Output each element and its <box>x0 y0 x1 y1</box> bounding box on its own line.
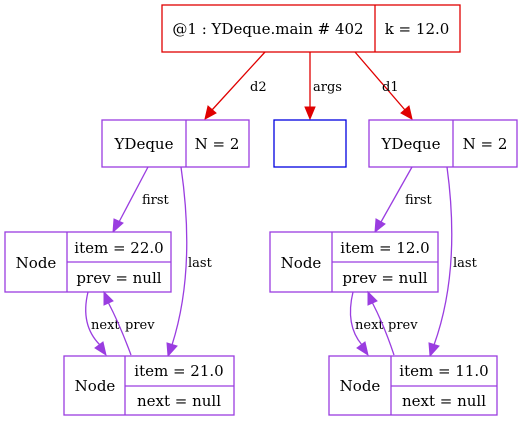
right-edge-last-label: last <box>453 256 478 271</box>
args-array-box <box>273 119 347 168</box>
left-deque-node: YDeque N = 2 <box>101 119 250 168</box>
right-edge-next-label: next <box>355 318 384 333</box>
root-frame-field: k = 12.0 <box>385 20 450 38</box>
right-edge-last-line <box>433 166 453 346</box>
left-edge-prev: prev <box>103 290 155 356</box>
left-first-node-type: Node <box>16 254 57 272</box>
right-first-node-type: Node <box>281 254 322 272</box>
edge-d2: d2 <box>204 51 267 120</box>
left-edge-next-arrowhead <box>94 341 107 357</box>
left-edge-first: first <box>112 166 170 234</box>
left-last-node-type: Node <box>75 377 116 395</box>
left-edge-next-label: next <box>91 318 120 333</box>
edge-d2-arrowhead <box>204 105 217 120</box>
right-edge-last: last <box>428 166 478 358</box>
left-last-node: Node item = 21.0 next = null <box>63 355 235 416</box>
right-last-node: Node item = 11.0 next = null <box>328 355 498 416</box>
right-edge-prev-line <box>371 301 395 356</box>
edge-d2-label: d2 <box>250 80 267 95</box>
right-deque-type: YDeque <box>381 135 441 153</box>
left-first-node-item: item = 22.0 <box>74 239 163 257</box>
right-edge-first: first <box>374 166 433 234</box>
right-edge-prev: prev <box>367 290 418 356</box>
right-first-node-link: prev = null <box>342 269 427 287</box>
right-edge-last-arrowhead <box>428 342 440 358</box>
root-frame-title: @1 : YDeque.main # 402 <box>172 20 363 38</box>
edge-d2-line <box>211 51 266 111</box>
left-edge-next-line <box>85 291 101 346</box>
left-last-node-item: item = 21.0 <box>134 362 223 380</box>
left-edge-first-arrowhead <box>112 218 124 234</box>
edge-d1-label: d1 <box>382 80 399 95</box>
right-last-node-type: Node <box>340 377 381 395</box>
left-edge-next: next <box>85 291 120 357</box>
left-edge-last: last <box>166 166 213 358</box>
edge-args-label: args <box>313 80 342 95</box>
right-last-node-item: item = 11.0 <box>399 362 488 380</box>
edge-args: args <box>304 52 342 121</box>
left-deque-type: YDeque <box>114 135 174 153</box>
edge-d1-line <box>354 51 406 111</box>
right-edge-first-arrowhead <box>374 218 386 234</box>
right-deque-node: YDeque N = 2 <box>368 119 518 168</box>
left-first-node-link: prev = null <box>76 269 161 287</box>
left-edge-last-line <box>171 166 188 346</box>
left-edge-first-label: first <box>142 193 170 208</box>
right-edge-next-arrowhead <box>356 341 369 357</box>
left-edge-last-arrowhead <box>166 342 178 358</box>
right-edge-prev-arrowhead <box>367 290 378 306</box>
right-edge-first-line <box>380 166 413 223</box>
right-deque-size: N = 2 <box>463 135 508 153</box>
edge-d1: d1 <box>354 51 413 120</box>
right-first-node: Node item = 12.0 prev = null <box>269 231 439 293</box>
left-first-node: Node item = 22.0 prev = null <box>4 231 172 293</box>
edge-args-arrowhead <box>304 106 316 121</box>
left-edge-first-line <box>118 166 149 223</box>
right-deque-box <box>368 119 518 168</box>
left-edge-prev-arrowhead <box>103 290 114 306</box>
left-deque-box <box>101 119 250 168</box>
right-edge-prev-label: prev <box>388 318 418 333</box>
left-edge-prev-line <box>107 301 132 356</box>
left-edge-last-label: last <box>188 256 213 271</box>
right-edge-next-line <box>349 291 363 346</box>
left-edge-prev-label: prev <box>125 318 155 333</box>
right-last-node-link: next = null <box>402 392 486 410</box>
right-edge-first-label: first <box>405 193 433 208</box>
right-edge-next: next <box>349 291 384 357</box>
left-last-node-link: next = null <box>137 392 221 410</box>
right-first-node-item: item = 12.0 <box>340 239 429 257</box>
root-frame-box <box>161 4 461 53</box>
edge-d1-arrowhead <box>400 105 413 120</box>
root-frame-node: @1 : YDeque.main # 402 k = 12.0 <box>161 4 461 53</box>
left-deque-size: N = 2 <box>195 135 240 153</box>
